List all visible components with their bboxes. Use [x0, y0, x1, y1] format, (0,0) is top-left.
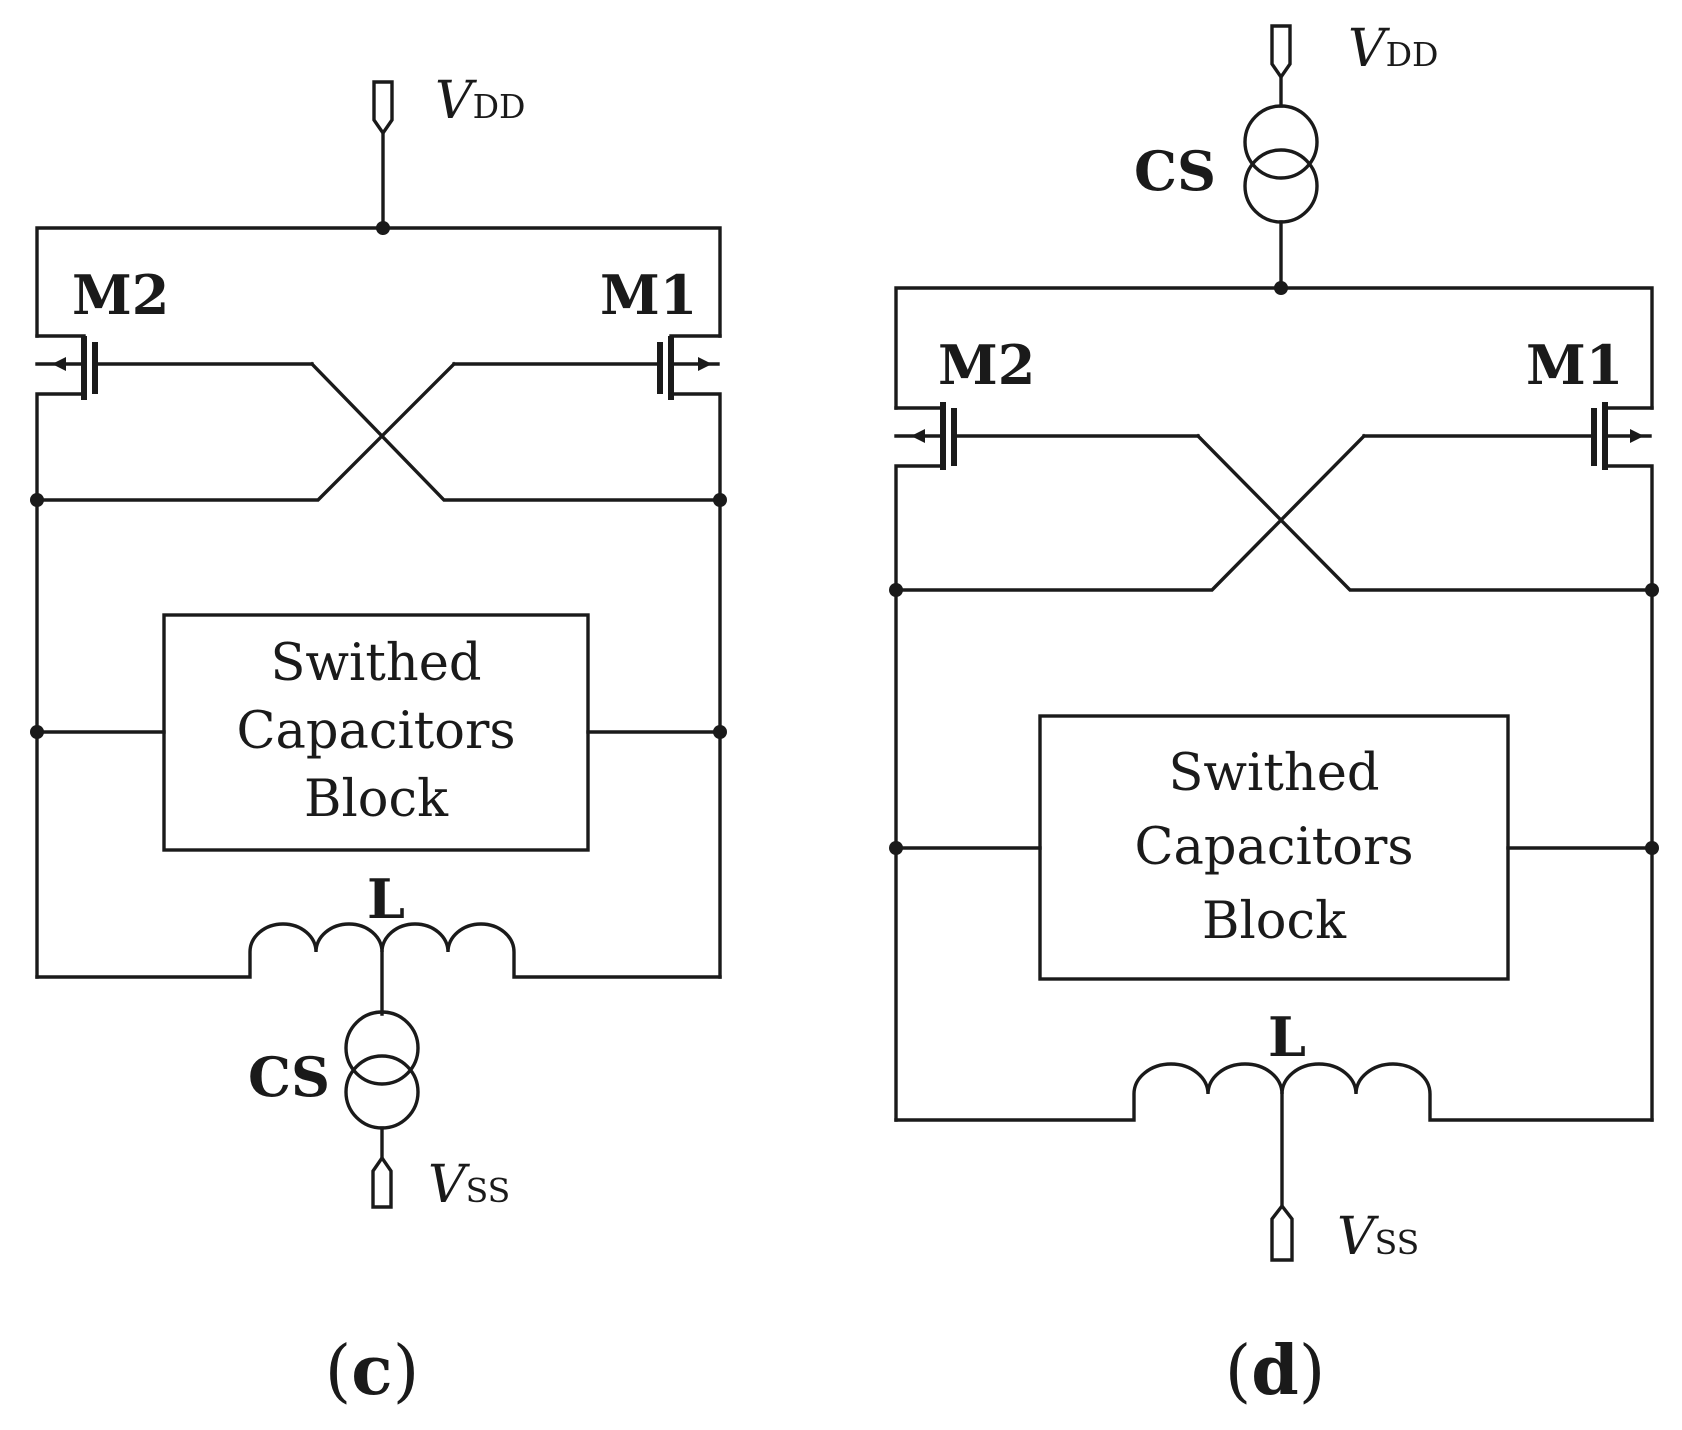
panel-d: VDD CS M2	[889, 19, 1659, 1411]
transistor-m2-c	[35, 334, 314, 502]
transistor-m1-c	[452, 334, 722, 502]
vss-terminal-d	[1270, 1203, 1294, 1262]
m1-label-d: M1	[1526, 333, 1623, 397]
m2-label-d: M2	[938, 333, 1035, 397]
inductor-c	[35, 922, 722, 979]
vss-terminal-c	[371, 1155, 393, 1209]
transistor-m2-d	[894, 402, 1200, 592]
vdd-terminal-d	[1270, 24, 1292, 80]
current-source-c	[344, 1010, 420, 1130]
vdd-terminal-c	[372, 80, 394, 136]
vss-label-d: VSS	[1337, 1207, 1419, 1267]
transistor-m1-d	[1362, 402, 1654, 592]
cs-label-c: CS	[248, 1045, 330, 1109]
block-line-2-c: Capacitors	[236, 702, 515, 761]
block-line-1-c: Swithed	[270, 634, 481, 693]
panel-c: VDD M2 M1	[30, 71, 727, 1411]
cross-coupling-d	[1195, 433, 1654, 592]
m1-label-c: M1	[600, 263, 697, 327]
inductor-label-d: L	[1268, 1005, 1306, 1069]
caption-d: (d)	[1225, 1331, 1326, 1411]
cross-coupling-c	[309, 361, 722, 502]
caption-c: (c)	[325, 1331, 419, 1411]
block-line-2-d: Capacitors	[1134, 818, 1413, 877]
block-line-3-d: Block	[1202, 892, 1347, 951]
vss-label-c: VSS	[428, 1155, 510, 1215]
vdd-label-c: VDD	[435, 71, 525, 131]
inductor-d	[894, 1062, 1654, 1122]
m2-label-c: M2	[72, 263, 169, 327]
current-source-d	[1243, 104, 1319, 224]
block-line-1-d: Swithed	[1168, 744, 1379, 803]
inductor-label-c: L	[367, 867, 405, 931]
vdd-label-d: VDD	[1348, 19, 1438, 79]
block-line-3-c: Block	[304, 770, 449, 829]
cs-label-d: CS	[1134, 139, 1216, 203]
